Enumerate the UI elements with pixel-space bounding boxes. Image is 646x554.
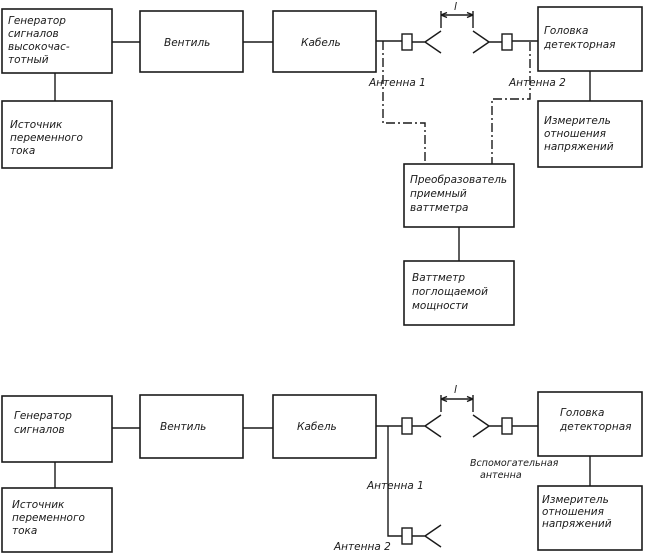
antenna-2-horn — [472, 30, 502, 54]
ventil-label-2: Вентиль — [160, 421, 206, 433]
ventil-label: Вентиль — [164, 37, 210, 49]
distance-marker — [440, 11, 474, 28]
distance-marker-2 — [440, 395, 474, 412]
detector-head-label-2: Головка детекторная — [559, 407, 631, 433]
distance-label-2: l — [454, 384, 457, 396]
wattmeter-label: Ваттметр поглощаемой мощности — [412, 272, 491, 312]
distance-arrowheads — [440, 11, 474, 19]
voltage-ratio-meter-block-2 — [537, 485, 643, 551]
cable-label-2: Кабель — [297, 421, 337, 433]
antenna-1-flange-2 — [401, 417, 413, 435]
ac-source-block-2 — [1, 487, 113, 553]
antenna-1-horn — [412, 30, 442, 54]
cable-block-2 — [272, 394, 377, 459]
antenna-2-feed-line — [387, 426, 402, 537]
wattmeter-block — [403, 260, 515, 326]
generator-block — [1, 8, 113, 74]
antenna-1-horn-2 — [412, 414, 442, 438]
ac-source-label-2: Источник переменного тока — [12, 499, 88, 537]
aux-antenna-label: Вспомогательная антенна — [470, 458, 561, 481]
distance-label: l — [454, 1, 457, 13]
antenna-2-to-converter-line — [491, 42, 531, 164]
cable-label: Кабель — [301, 37, 341, 49]
detector-head-block — [537, 6, 643, 72]
antenna-1-to-converter-line — [382, 41, 426, 164]
antenna-2-horn-2 — [412, 524, 442, 548]
wattmeter-converter-label: Преобразователь приемный ваттметра — [410, 174, 510, 214]
antenna-1-label: Антенна 1 — [368, 77, 426, 89]
generator-block-2 — [1, 395, 113, 463]
generator-label-2: Генератор сигналов — [14, 410, 75, 436]
voltage-ratio-meter-label: Измеритель отношения напряжений — [544, 115, 614, 153]
antenna-2-flange-2 — [401, 527, 413, 545]
antenna-2-label: Антенна 2 — [508, 77, 566, 89]
detector-head-label: Головка детекторная — [543, 25, 615, 51]
aux-antenna-flange — [501, 417, 513, 435]
ventil-block — [139, 10, 244, 73]
generator-label: Генератор сигналов высокочас- тотный — [8, 15, 73, 66]
voltage-ratio-meter-label-2: Измеритель отношения напряжений — [542, 494, 612, 530]
cable-block — [272, 10, 377, 73]
detector-head-block-2 — [537, 391, 643, 457]
antenna-2-label-2: Антенна 2 — [333, 541, 391, 553]
antenna-1-flange — [401, 33, 413, 51]
antenna-1-label-2: Антенна 1 — [366, 480, 424, 492]
antenna-2-flange — [501, 33, 513, 51]
distance-arrowheads-2 — [440, 395, 474, 403]
ac-source-label: Источник переменного тока — [10, 119, 86, 157]
ventil-block-2 — [139, 394, 244, 459]
scheme-1: Генератор сигналов высокочас- тотный Вен… — [1, 1, 643, 326]
voltage-ratio-meter-block — [537, 100, 643, 168]
aux-antenna-horn — [472, 414, 502, 438]
ac-source-block — [1, 100, 113, 169]
scheme-2: Генератор сигналов Вентиль Кабель Головк… — [1, 384, 643, 553]
